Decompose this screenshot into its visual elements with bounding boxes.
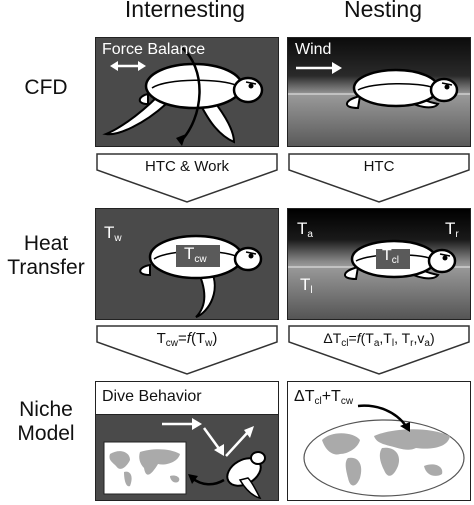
row-label-heat-line1: Heat <box>23 232 69 255</box>
arrow-htc: HTC <box>287 152 471 204</box>
ht-eye-shape <box>248 253 254 259</box>
eye-shape <box>248 83 254 89</box>
clutch-temperature-box <box>376 249 410 269</box>
turtle-beach-heat-drawing <box>288 239 470 281</box>
arrow-tcw-shape <box>96 325 278 375</box>
turtle-on-beach-drawing <box>288 62 470 110</box>
dive-arrow-1-head <box>192 418 202 430</box>
panel-cfd-internesting: Force Balance <box>95 37 279 147</box>
curved-arrow-to-map-head <box>188 474 198 484</box>
arrow-dtcl-equation: ΔTcl=f(Ta,Tl, Tr,va) <box>323 330 435 349</box>
shell-shape <box>144 62 244 110</box>
ht-beach-brow <box>439 253 451 257</box>
arrow-dtcl-function: ΔTcl=f(Ta,Tl, Tr,va) <box>287 324 471 376</box>
arrow-tcw-function: Tcw=f(Tw) <box>95 324 279 376</box>
ht-beach-eye <box>442 255 448 261</box>
panel-heat-nesting: Ta Tr Tl Tcl <box>287 208 471 320</box>
map-north-america <box>322 433 360 455</box>
dive-behavior-banner <box>96 382 278 415</box>
dive-behavior-drawing <box>103 418 266 500</box>
ht-brow-shape <box>245 251 257 255</box>
arrow-htc-work-label: HTC & Work <box>145 158 229 175</box>
map-australia <box>424 464 443 476</box>
inset-eurasia-africa <box>139 449 180 475</box>
turtle-swimming-drawing <box>102 45 264 146</box>
air-temperature-label: Ta <box>297 219 313 240</box>
head-shape <box>232 76 264 104</box>
panel-niche-internesting: Dive Behavior <box>95 381 279 501</box>
core-temperature-box <box>176 245 220 267</box>
small-turtle-flipper <box>238 477 262 500</box>
shell-ridge <box>151 79 239 89</box>
flipper-stroke-arc <box>179 45 201 143</box>
ht-beach-head <box>427 248 457 274</box>
force-balance-label: Force Balance <box>102 41 206 58</box>
rear-flipper-shape <box>102 94 168 136</box>
small-turtle-head <box>250 451 266 465</box>
arrow-htc-shape <box>288 153 470 203</box>
land-temperature-label: Tl <box>300 275 313 296</box>
row-label-heat: Heat Transfer <box>0 232 92 280</box>
beach-shell-shape <box>352 68 440 108</box>
arrow-htc-work-shape <box>96 153 278 203</box>
inset-americas-south <box>124 471 132 487</box>
beach-eye-shape <box>444 84 450 90</box>
panel-heat-internesting: Tw Tcw <box>95 208 279 320</box>
column-title-nesting: Nesting <box>344 0 422 22</box>
niche-nesting-label: ΔTcl+Tcw <box>294 388 354 407</box>
curved-arrow-to-map <box>191 476 225 486</box>
curved-arrow-to-map-nest-head <box>400 422 410 432</box>
radiant-temperature-label: Tr <box>445 219 459 240</box>
arrow-htc-label: HTC <box>363 158 395 175</box>
row-label-niche: Niche Model <box>0 398 92 446</box>
map-africa <box>379 447 400 476</box>
core-temperature-label: Tcw <box>184 244 207 265</box>
inset-australia <box>170 475 180 483</box>
dive-arrow-2-head <box>214 444 224 456</box>
turtle-water-heat-drawing <box>139 234 263 318</box>
map-south-america <box>345 457 362 486</box>
beach-head-shape <box>429 77 459 103</box>
arrow-dtcl-shape <box>288 325 470 375</box>
curved-arrow-to-map-nest <box>357 404 408 427</box>
row-label-niche-line2: Model <box>17 422 75 445</box>
world-map-drawing <box>303 404 465 497</box>
wind-label: Wind <box>295 41 332 58</box>
water-temperature-label: Tw <box>104 223 122 244</box>
arrow-htc-work: HTC & Work <box>95 152 279 204</box>
brow-shape <box>245 81 257 85</box>
arrow-tcw-equation: Tcw=f(Tw) <box>156 330 218 349</box>
panel-niche-nesting: ΔTcl+Tcw <box>287 381 471 501</box>
row-label-cfd: CFD <box>24 76 68 99</box>
inset-americas-north <box>109 451 130 469</box>
dive-arrow-2-line <box>202 427 222 451</box>
tail-shape <box>138 92 149 106</box>
drag-arrow-head-right <box>138 61 146 71</box>
drag-arrow-head-left <box>110 61 118 71</box>
ht-beach-rear-flipper <box>344 265 360 281</box>
dive-behavior-label: Dive Behavior <box>102 388 202 405</box>
flipper-arc-arrowhead <box>176 134 186 146</box>
beach-brow-shape <box>441 82 453 86</box>
wind-arrow-head <box>332 62 342 74</box>
column-title-internesting: Internesting <box>124 0 246 22</box>
ht-head-shape <box>233 246 263 272</box>
ht-tail-shape <box>139 263 151 277</box>
map-eurasia <box>374 429 450 450</box>
panel-cfd-nesting: Wind <box>287 37 471 147</box>
clutch-temperature-label: Tcl <box>382 247 400 266</box>
dive-arrow-3-head <box>244 426 254 438</box>
dive-arrow-3-line <box>225 431 249 457</box>
row-label-niche-line1: Niche <box>19 398 73 421</box>
beach-rear-flipper <box>346 94 362 110</box>
row-label-heat-line2: Transfer <box>7 256 85 279</box>
beach-shell-ridge <box>357 82 435 91</box>
